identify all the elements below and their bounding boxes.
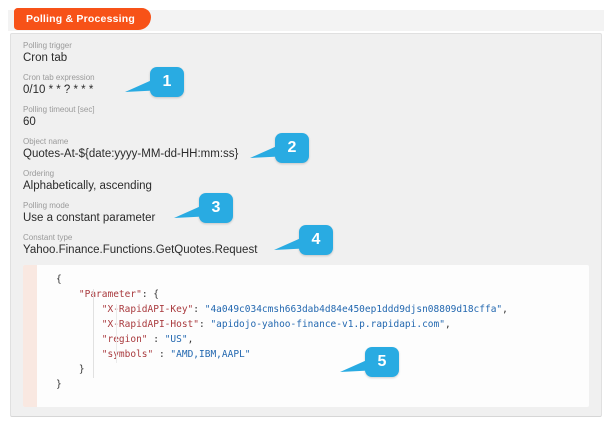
code-line: "region" : "US", <box>56 332 583 347</box>
field-label: Polling mode <box>23 201 70 210</box>
code-token: , <box>187 334 194 345</box>
field-label: Polling timeout [sec] <box>23 105 95 114</box>
callout-number: 4 <box>311 231 321 248</box>
code-token <box>56 289 79 300</box>
callout-number: 5 <box>377 353 387 370</box>
field-value: Alphabetically, ascending <box>23 180 152 192</box>
code-token: "symbols" <box>101 349 154 360</box>
callout-badge-2: 2 <box>250 133 309 163</box>
field-value: 60 <box>23 116 36 128</box>
field-polling-trigger[interactable]: Polling trigger Cron tab <box>23 41 589 64</box>
field-label: Constant type <box>23 233 73 242</box>
code-line: } <box>56 362 583 377</box>
field-polling-timeout[interactable]: Polling timeout [sec] 60 <box>23 105 589 128</box>
tab-label: Polling & Processing <box>26 13 136 25</box>
tab-strip <box>8 10 604 31</box>
constant-value-code-editor[interactable]: { "Parameter": { "X-RapidAPI-Key": "4a04… <box>23 265 589 407</box>
field-cron-tab-expression[interactable]: Cron tab expression 0/10 * * ? * * * <box>23 73 589 96</box>
code-token: : <box>199 319 211 330</box>
code-token: "Parameter" <box>78 289 142 300</box>
indent-guide <box>93 289 94 378</box>
code-token <box>56 319 102 330</box>
callout-number: 2 <box>287 139 297 156</box>
code-token: } <box>56 379 62 390</box>
indent-guide <box>116 304 117 363</box>
code-line: } <box>56 377 583 392</box>
field-value: Use a constant parameter <box>23 212 156 224</box>
callout-tail <box>340 360 367 372</box>
field-constant-type[interactable]: Constant type Yahoo.Finance.Functions.Ge… <box>23 233 589 256</box>
field-polling-mode[interactable]: Polling mode Use a constant parameter <box>23 201 589 224</box>
field-value: Quotes-At-${date:yyyy-MM-dd-HH:mm:ss} <box>23 148 239 160</box>
code-token: "AMD,IBM,AAPL" <box>170 349 251 360</box>
code-token: "region" <box>101 334 148 345</box>
callout-badge-4: 4 <box>274 225 333 255</box>
code-line: "symbols" : "AMD,IBM,AAPL" <box>56 347 583 362</box>
code-token: "US" <box>164 334 188 345</box>
code-token: : { <box>141 289 159 300</box>
tab-polling-processing[interactable]: Polling & Processing <box>14 8 152 30</box>
field-ordering[interactable]: Ordering Alphabetically, ascending <box>23 169 589 192</box>
code-line: "X-RapidAPI-Key": "4a049c034cmsh663dab4d… <box>56 302 583 317</box>
code-line: "X-RapidAPI-Host": "apidojo-yahoo-financ… <box>56 317 583 332</box>
field-value: 0/10 * * ? * * * <box>23 84 94 96</box>
code-token: , <box>444 319 451 330</box>
field-label: Object name <box>23 137 69 146</box>
callout-badge-5: 5 <box>340 347 399 377</box>
field-object-name[interactable]: Object name Quotes-At-${date:yyyy-MM-dd-… <box>23 137 589 160</box>
callout-badge-3: 3 <box>174 193 233 223</box>
field-label: Cron tab expression <box>23 73 95 82</box>
code-token: "4a049c034cmsh663dab4d84e450ep1ddd9djsn0… <box>204 304 503 315</box>
code-token: "X-RapidAPI-Key" <box>101 304 194 315</box>
code-content: { "Parameter": { "X-RapidAPI-Key": "4a04… <box>37 265 589 407</box>
code-token: , <box>502 304 508 315</box>
field-label: Ordering <box>23 169 55 178</box>
code-token: "X-RapidAPI-Host" <box>101 319 199 330</box>
code-token: : <box>153 349 171 360</box>
callout-tail <box>125 80 152 92</box>
code-line: "Parameter": { <box>56 287 583 302</box>
code-token: { <box>56 274 62 285</box>
callout-number: 1 <box>162 73 172 90</box>
code-token: } <box>56 364 85 375</box>
code-line: { <box>56 272 583 287</box>
code-token <box>56 334 102 345</box>
code-token <box>56 304 102 315</box>
code-gutter <box>23 265 37 407</box>
callout-badge-1: 1 <box>125 67 184 97</box>
field-value: Cron tab <box>23 52 68 64</box>
code-token: "apidojo-yahoo-finance-v1.p.rapidapi.com… <box>210 319 445 330</box>
code-token: : <box>193 304 205 315</box>
field-label: Polling trigger <box>23 41 72 50</box>
callout-number: 3 <box>211 199 221 216</box>
code-token <box>56 349 102 360</box>
code-token: : <box>147 334 165 345</box>
field-value: Yahoo.Finance.Functions.GetQuotes.Reques… <box>23 244 258 256</box>
